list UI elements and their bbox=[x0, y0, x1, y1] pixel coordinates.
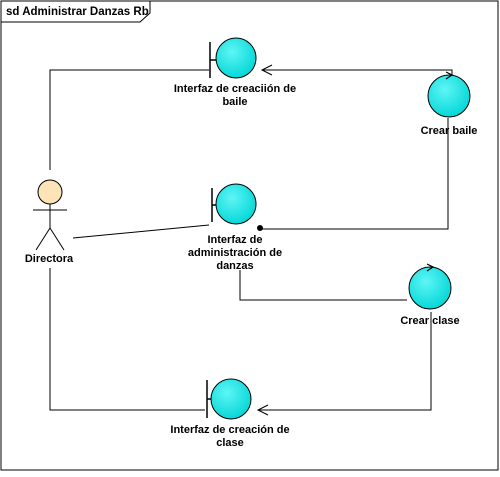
connector-endpoint-dot bbox=[257, 225, 263, 231]
actor-label: Directora bbox=[25, 253, 74, 265]
connector-crear-baile-admin bbox=[261, 118, 449, 230]
frame-title: sd Administrar Danzas Rb bbox=[6, 6, 149, 18]
connector-admin-crear-clase bbox=[239, 270, 407, 301]
boundary-circle bbox=[210, 378, 252, 420]
arrowhead-interfaz-baile bbox=[260, 64, 273, 76]
actor-left-leg bbox=[35, 227, 51, 251]
boundary-circle bbox=[215, 183, 257, 225]
boundary-label-line1: Interfaz de bbox=[207, 234, 262, 246]
frame-title-tab bbox=[0, 0, 151, 23]
boundary-circle bbox=[215, 37, 257, 79]
boundary-label-line1: Interfaz de creaciión de bbox=[174, 83, 296, 95]
connector-actor-admin bbox=[72, 224, 210, 239]
control-circle bbox=[408, 266, 452, 310]
boundary-label-line1: Interfaz de creación de bbox=[170, 424, 289, 436]
boundary-creacion-clase[interactable]: Interfaz de creación de clase bbox=[170, 378, 290, 449]
connector-crear-clase-interfaz bbox=[258, 312, 432, 411]
actor-head bbox=[37, 179, 63, 205]
control-circle bbox=[427, 74, 471, 118]
actor-directora[interactable]: Directora bbox=[25, 179, 74, 265]
control-label: Crear clase bbox=[400, 315, 459, 327]
connectors bbox=[49, 69, 453, 411]
control-crear-clase[interactable]: Crear clase bbox=[400, 263, 460, 327]
control-crear-baile[interactable]: Crear baile bbox=[421, 71, 478, 137]
boundary-label-line3: danzas bbox=[216, 260, 253, 272]
actor-right-leg bbox=[49, 227, 65, 251]
control-arrow-icon bbox=[445, 71, 454, 80]
connector-actor-creacion-clase bbox=[49, 268, 205, 411]
control-arrow-icon bbox=[426, 263, 435, 272]
connector-actor-creacion-baile bbox=[49, 69, 209, 170]
boundary-label-line2: clase bbox=[216, 437, 244, 449]
boundary-creacion-baile[interactable]: Interfaz de creaciión de baile bbox=[174, 37, 296, 108]
boundary-label-line2: baile bbox=[222, 96, 247, 108]
arrowhead-interfaz-clase bbox=[256, 404, 269, 416]
connector-crear-baile-interfaz bbox=[262, 69, 453, 75]
control-label: Crear baile bbox=[421, 125, 478, 137]
boundary-label-line2: administración de bbox=[188, 247, 282, 259]
boundary-administracion-danzas[interactable]: Interfaz de administración de danzas bbox=[188, 183, 282, 272]
